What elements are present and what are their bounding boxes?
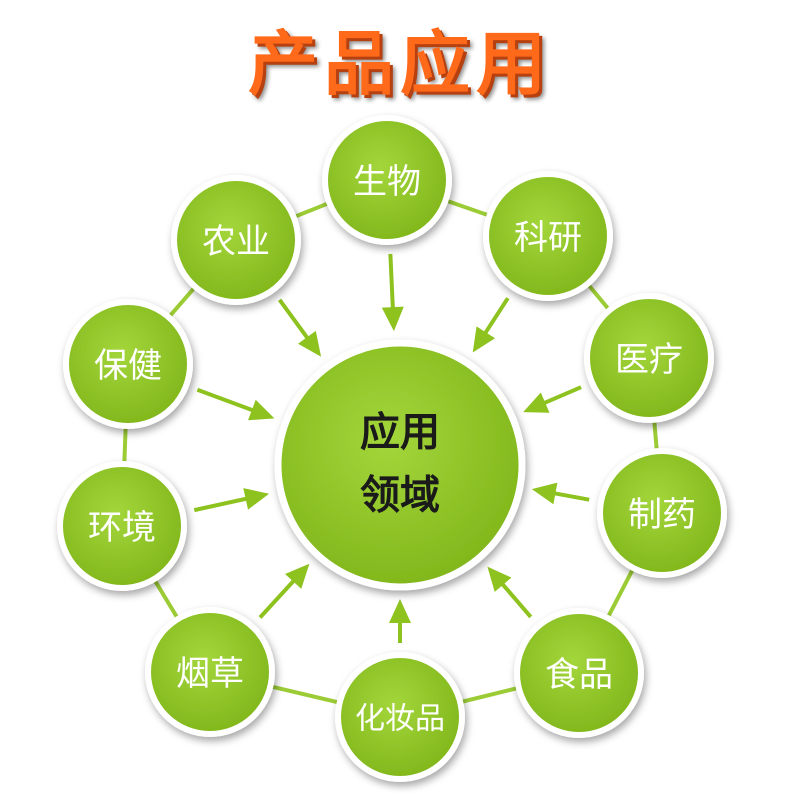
arrow-head-icon bbox=[243, 488, 270, 510]
node-8: 环境 bbox=[57, 461, 187, 591]
node-5: 食品 bbox=[514, 608, 644, 738]
node-label: 保健 bbox=[94, 346, 162, 386]
node-circle bbox=[597, 448, 727, 578]
page-title: 产品应用 bbox=[248, 23, 552, 105]
arrow-line bbox=[388, 253, 396, 318]
arrow-line bbox=[196, 387, 262, 416]
node-circle bbox=[145, 607, 275, 737]
node-1: 生物 bbox=[322, 115, 452, 245]
node-circle bbox=[322, 115, 452, 245]
arrow-head-icon bbox=[487, 566, 512, 592]
arrow-line bbox=[193, 494, 256, 513]
center-label-line1: 应用 bbox=[360, 409, 440, 456]
arrow-head-icon bbox=[248, 399, 275, 421]
node-7: 烟草 bbox=[145, 607, 275, 737]
arrow-head-icon bbox=[298, 330, 322, 357]
node-3: 医疗 bbox=[584, 293, 714, 423]
node-label: 科研 bbox=[514, 218, 582, 258]
node-label: 制药 bbox=[628, 495, 696, 535]
node-10: 农业 bbox=[171, 175, 301, 305]
node-2: 科研 bbox=[483, 171, 613, 301]
node-label: 环境 bbox=[88, 508, 156, 548]
node-9: 保健 bbox=[63, 299, 193, 429]
node-circle bbox=[483, 171, 613, 301]
center-node: 应用 领域 bbox=[274, 339, 526, 591]
node-circle bbox=[57, 461, 187, 591]
arrow-head-icon bbox=[472, 326, 496, 353]
node-label: 医疗 bbox=[615, 340, 683, 380]
arrow-head-icon bbox=[381, 306, 404, 332]
arrow-head-icon bbox=[285, 563, 310, 589]
node-6: 化妆品 bbox=[335, 652, 465, 782]
node-label: 生物 bbox=[353, 162, 421, 202]
center-label-line2: 领域 bbox=[360, 472, 440, 519]
node-circle bbox=[171, 175, 301, 305]
arrow-head-icon bbox=[389, 599, 411, 623]
node-circle bbox=[335, 652, 465, 782]
node-label: 烟草 bbox=[176, 654, 244, 694]
node-circle bbox=[514, 608, 644, 738]
node-4: 制药 bbox=[597, 448, 727, 578]
arrow-head-icon bbox=[531, 482, 558, 505]
arrow-head-icon bbox=[523, 392, 550, 413]
node-label: 化妆品 bbox=[355, 702, 445, 737]
arrows bbox=[193, 253, 590, 643]
node-label: 农业 bbox=[202, 222, 270, 262]
node-circle bbox=[63, 299, 193, 429]
node-label: 食品 bbox=[545, 655, 613, 695]
node-circle bbox=[584, 293, 714, 423]
